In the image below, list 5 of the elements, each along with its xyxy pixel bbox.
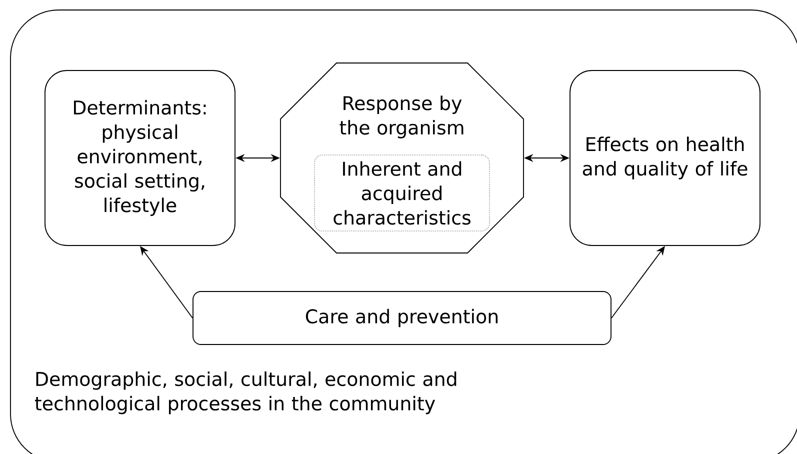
caption-text: Demographic, social, cultural, economic and technological processes in the community: [34, 371, 456, 414]
rounded-box: Care and prevention: [192, 291, 612, 345]
dotted-box: Inherent and acquired characteristics: [314, 154, 490, 232]
rounded-box: Determinants: physical environment, social setting, lifestyle: [44, 70, 236, 246]
rounded-box: Effects on health and quality of life: [570, 70, 760, 246]
